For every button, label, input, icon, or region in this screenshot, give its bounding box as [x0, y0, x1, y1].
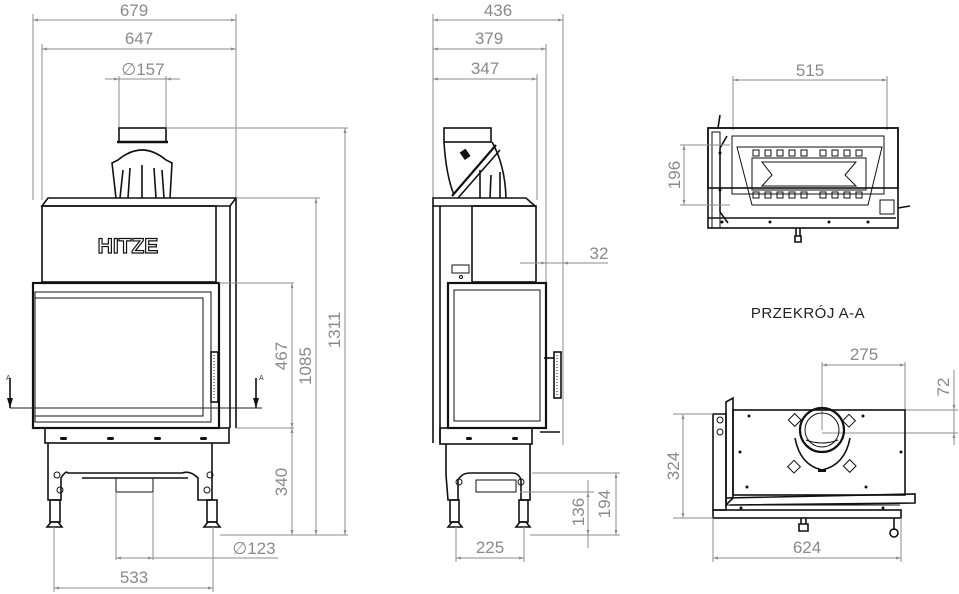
dim-flue-offset-y: 72 — [934, 378, 953, 397]
dim-firebox-depth: 196 — [665, 161, 684, 189]
dim-flue-offset-x: 275 — [850, 345, 878, 364]
dim-overall-depth: 436 — [484, 1, 512, 20]
brand-logo: HITZE — [98, 235, 159, 258]
top-view: 515 196 — [665, 61, 911, 243]
dim-body-width: 647 — [125, 29, 153, 48]
dim-overall-width: 679 — [120, 1, 148, 20]
dim-side-leg-spacing: 225 — [476, 538, 504, 557]
dim-top-depth: 347 — [471, 59, 499, 78]
dim-body-depth: 379 — [475, 29, 503, 48]
dim-section-width: 624 — [793, 538, 821, 557]
dim-handle-offset: 32 — [590, 244, 609, 263]
section-title: PRZEKRÓJ A-A — [751, 305, 865, 322]
dim-flue-diameter: ∅157 — [121, 60, 164, 79]
dim-air-inlet-diameter: ∅123 — [232, 539, 275, 558]
section-view: PRZEKRÓJ A-A 275 72 — [664, 305, 958, 562]
dim-overall-height: 1311 — [325, 312, 344, 349]
dim-section-depth: 324 — [664, 452, 683, 480]
dim-door-height: 467 — [272, 342, 291, 370]
dim-air-inlet-top: 194 — [595, 490, 614, 518]
section-marker-right: A — [259, 375, 264, 382]
section-marker-left: A — [6, 375, 11, 382]
dim-body-height: 1085 — [296, 347, 315, 385]
side-view: 436 379 347 — [432, 1, 620, 562]
front-view: 679 647 ∅157 HITZE — [6, 1, 348, 592]
dim-firebox-width: 515 — [796, 61, 824, 80]
dim-leg-spacing: 533 — [120, 568, 148, 587]
dim-leg-height: 340 — [272, 468, 291, 496]
dim-air-inlet-height: 136 — [569, 498, 588, 526]
